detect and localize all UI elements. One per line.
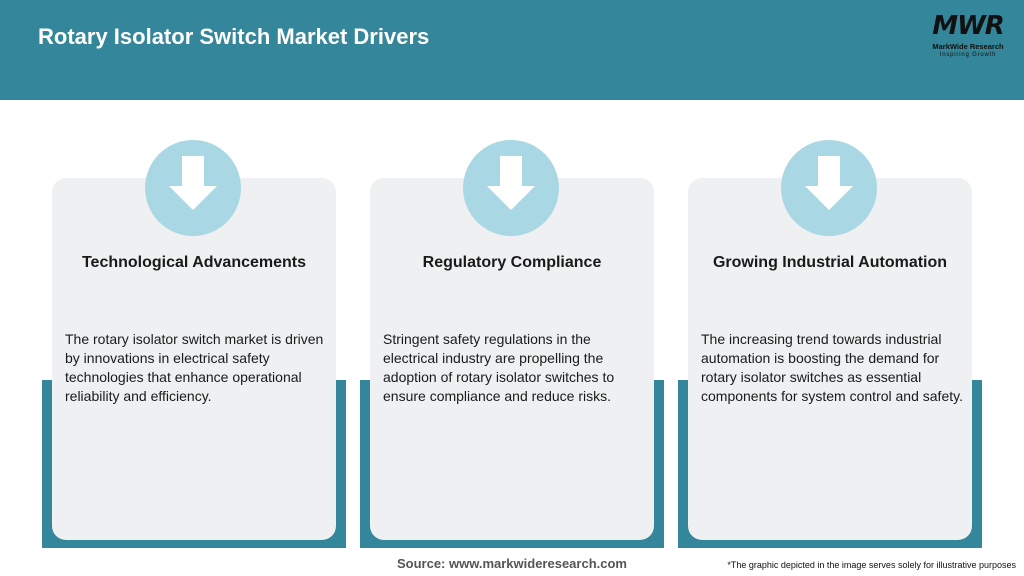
icon-circle [781, 140, 877, 236]
card-description: The rotary isolator switch market is dri… [65, 331, 324, 404]
card-title: Regulatory Compliance [422, 254, 602, 271]
down-arrow-icon [805, 156, 853, 210]
icon-circle [463, 140, 559, 236]
down-arrow-icon [487, 156, 535, 210]
header-banner: Rotary Isolator Switch Market Drivers MW… [0, 0, 1024, 100]
driver-card-technological: Technological Advancements The rotary is… [42, 140, 346, 548]
logo-mark: MWR [932, 11, 1005, 41]
card-title: Growing Industrial Automation [712, 254, 948, 271]
logo-tagline: Inspiring Growth [939, 52, 997, 58]
logo-name: MarkWide Research [932, 42, 1004, 51]
brand-logo: MWR MarkWide Research Inspiring Growth [924, 12, 1012, 58]
card-panel: Regulatory Compliance Stringent safety r… [370, 178, 654, 540]
card-title: Technological Advancements [81, 254, 307, 271]
card-panel: Technological Advancements The rotary is… [52, 178, 336, 540]
card-panel: Growing Industrial Automation The increa… [688, 178, 972, 540]
disclaimer-note: *The graphic depicted in the image serve… [727, 560, 1016, 570]
driver-card-regulatory: Regulatory Compliance Stringent safety r… [360, 140, 664, 548]
down-arrow-icon [169, 156, 217, 210]
card-description: Stringent safety regulations in the elec… [383, 331, 615, 404]
icon-circle [145, 140, 241, 236]
driver-card-automation: Growing Industrial Automation The increa… [678, 140, 982, 548]
source-link[interactable]: Source: www.markwideresearch.com [396, 556, 627, 571]
page-title: Rotary Isolator Switch Market Drivers [38, 24, 430, 49]
card-description: The increasing trend towards industrial … [701, 331, 963, 404]
